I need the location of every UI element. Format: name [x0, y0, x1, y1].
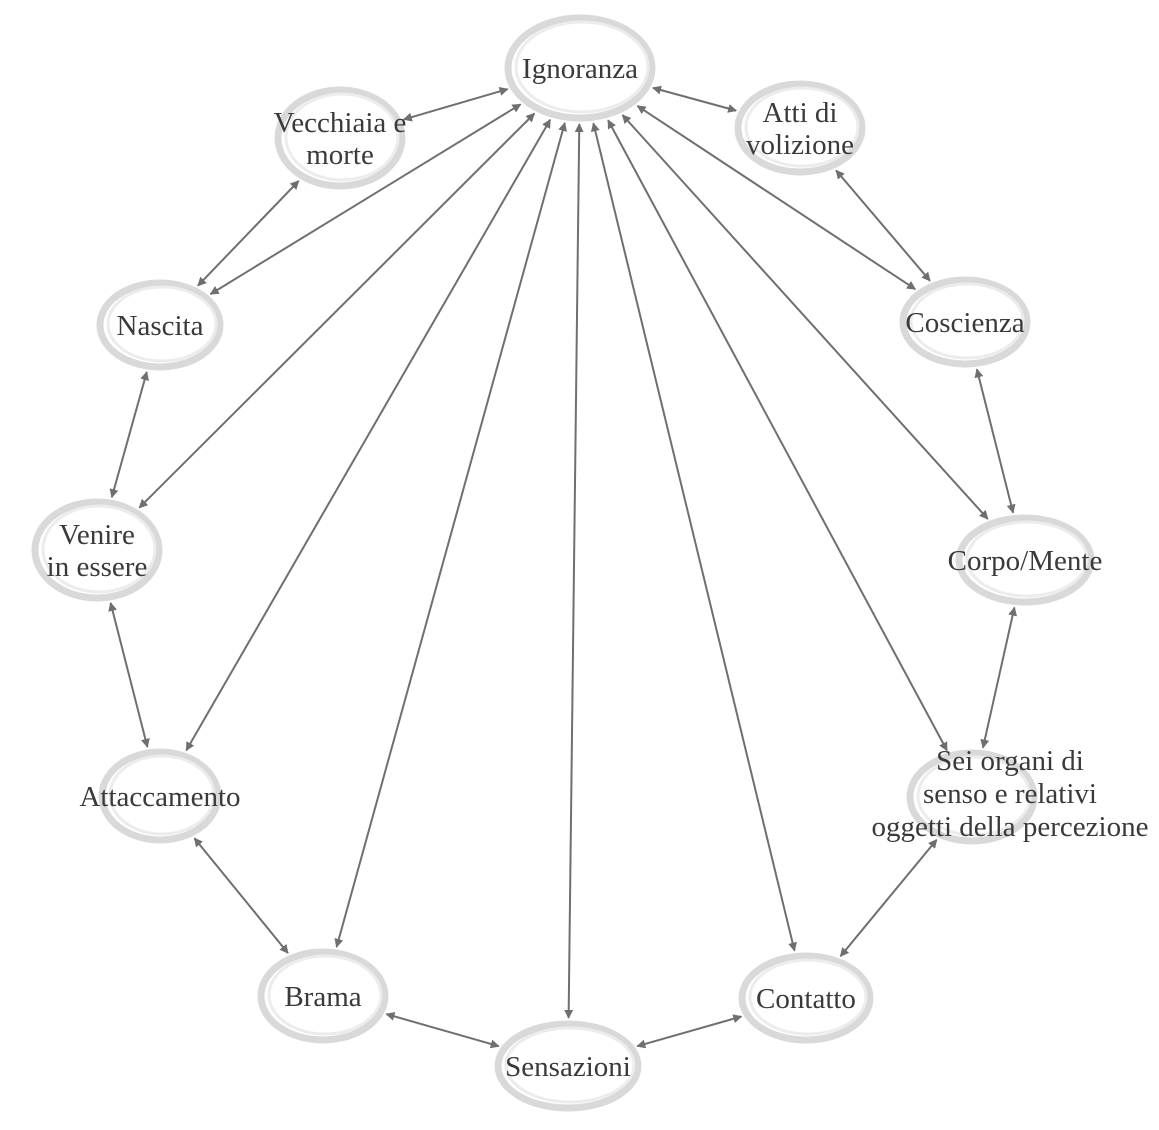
- node-ring-inner: [108, 754, 216, 836]
- node-corpo-mente: Corpo/Mente: [948, 514, 1103, 606]
- arrow-ignoranza-brama: [334, 122, 567, 948]
- node-label: Sensazioni: [505, 1051, 631, 1083]
- node-brama: Brama: [257, 948, 389, 1044]
- node-contatto: Contatto: [738, 952, 874, 1044]
- node-ring-inner: [41, 504, 157, 594]
- node-label: Brama: [284, 981, 361, 1013]
- node-ring-inner: [744, 86, 860, 168]
- node-label: Attaccamento: [79, 781, 240, 813]
- node-coscienza: Coscienza: [899, 276, 1031, 368]
- node-ring-inner: [284, 92, 400, 182]
- arrow-ignoranza-sei-organi: [607, 119, 948, 752]
- node-ring: [906, 749, 1038, 845]
- node-ring-inner: [748, 958, 868, 1036]
- node-ring: [96, 279, 224, 371]
- arrow-ignoranza-sensazioni: [564, 123, 584, 1019]
- node-ring: [955, 514, 1095, 606]
- node-label: Corpo/Mente: [948, 545, 1103, 577]
- node-ring: [98, 748, 222, 844]
- arrow-ignoranza-atti-di-volizione: [652, 85, 738, 113]
- arrow-contatto-sensazioni: [636, 1014, 743, 1049]
- node-label: Vecchiaia e: [274, 107, 407, 139]
- node-ring-inner: [916, 755, 1032, 837]
- node-ring-inner: [965, 520, 1089, 598]
- node-ring: [494, 1020, 642, 1112]
- node-label: Contatto: [756, 983, 856, 1015]
- arrow-ignoranza-attaccamento: [185, 118, 552, 752]
- arrow-corpo-mente-sei-organi: [980, 606, 1018, 749]
- node-ring-inner: [106, 285, 218, 363]
- node-label: Sei organi di: [936, 745, 1084, 777]
- node-ring: [504, 14, 656, 122]
- node-label: Venire: [59, 519, 135, 551]
- arrow-sensazioni-brama: [385, 1011, 500, 1049]
- node-label: volizione: [746, 129, 854, 161]
- node-ignoranza: Ignoranza: [504, 14, 656, 122]
- node-ring: [734, 80, 866, 176]
- arrow-ignoranza-nascita: [209, 103, 522, 295]
- node-ring: [274, 86, 406, 190]
- arrow-atti-di-volizione-coscienza: [835, 169, 931, 282]
- node-label: Ignoranza: [522, 53, 638, 85]
- node-ring-inner: [514, 20, 650, 114]
- node-ring: [31, 498, 163, 602]
- node-ring: [257, 948, 389, 1044]
- arrow-attaccamento-venire-in-essere: [108, 602, 150, 748]
- node-label: senso e relativi: [923, 778, 1097, 810]
- arrow-venire-in-essere-nascita: [109, 371, 149, 499]
- arrow-ignoranza-contatto: [590, 122, 797, 952]
- arrows-layer: [108, 85, 1018, 1049]
- node-sensazioni: Sensazioni: [494, 1020, 642, 1112]
- node-label: oggetti della percezione: [872, 811, 1149, 843]
- node-ring: [738, 952, 874, 1044]
- arrow-sei-organi-contatto: [839, 839, 938, 957]
- node-ring-inner: [909, 282, 1025, 360]
- node-attaccamento: Attaccamento: [79, 748, 241, 844]
- node-nascita: Nascita: [96, 279, 224, 371]
- node-ring-inner: [267, 954, 383, 1036]
- node-ring: [899, 276, 1031, 368]
- node-label: in essere: [47, 551, 148, 583]
- node-label: Nascita: [117, 310, 204, 342]
- node-ring-inner: [504, 1026, 636, 1104]
- arrow-vecchiaia-e-morte-ignoranza: [402, 87, 509, 122]
- arrow-coscienza-corpo-mente: [974, 368, 1016, 514]
- node-label: Atti di: [763, 97, 838, 129]
- node-label: Coscienza: [905, 307, 1024, 339]
- arrow-brama-attaccamento: [193, 837, 289, 954]
- node-label: morte: [306, 139, 374, 171]
